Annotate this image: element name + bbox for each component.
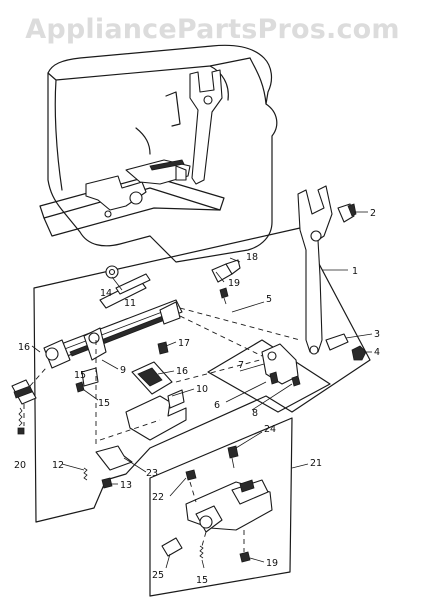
callout-21: 21 [310, 458, 322, 469]
callout-8: 8 [252, 408, 258, 419]
callout-19-lower: 19 [266, 558, 278, 569]
callout-14: 14 [100, 288, 112, 299]
part-1-lever [297, 185, 333, 355]
callout-3: 3 [374, 329, 380, 340]
callout-18: 18 [246, 252, 258, 263]
guide-lines [23, 307, 301, 446]
callout-1: 1 [352, 266, 358, 277]
callout-17: 17 [178, 338, 190, 349]
internal-lever [189, 69, 223, 185]
callout-16: 16 [176, 366, 188, 377]
base-panel [33, 227, 371, 523]
callout-15-upper: 15 [74, 370, 86, 381]
callout-7: 7 [238, 360, 244, 371]
callout-20: 20 [14, 460, 26, 471]
callout-6: 6 [214, 400, 220, 411]
part-15-screw [75, 381, 85, 393]
callout-9: 9 [120, 365, 126, 376]
part-16-cylinder [11, 379, 37, 435]
part-18 [211, 259, 241, 283]
part-23-12-13 [83, 445, 133, 489]
hook-assembly [161, 445, 273, 563]
callout-16-left: 16 [18, 342, 30, 353]
hook-panel [149, 417, 293, 597]
part-19-upper [219, 287, 229, 305]
callout-12: 12 [52, 460, 64, 471]
part-9-shaft [43, 299, 183, 387]
callout-23: 23 [146, 468, 158, 479]
internal-feed [85, 159, 191, 218]
callout-13: 13 [120, 480, 132, 491]
leader-lines [31, 211, 373, 569]
part-7-6-8 [261, 343, 301, 387]
machine-body [39, 44, 278, 263]
watermark-text: AppliancePartsPros.com [25, 14, 400, 45]
callout-11: 11 [124, 298, 136, 309]
callout-15-lower: 15 [196, 575, 208, 586]
part-17-16 [131, 341, 173, 395]
part-3 [325, 333, 349, 351]
part-11-14 [99, 265, 151, 309]
callout-labels: 11 2 1 3 4 5 6 7 8 9 10 12 13 14 15 15 1… [14, 208, 380, 586]
callout-24: 24 [264, 424, 276, 435]
callout-2: 2 [370, 208, 376, 219]
part-10-bracket [125, 389, 187, 441]
callout-5: 5 [266, 294, 272, 305]
callout-25: 25 [152, 570, 164, 581]
callout-10: 10 [196, 384, 208, 395]
part-4 [351, 345, 367, 361]
callout-4: 4 [374, 347, 380, 358]
callout-22: 22 [152, 492, 164, 503]
part-2 [337, 203, 357, 223]
callout-15: 15 [98, 398, 110, 409]
callout-19: 19 [228, 278, 240, 289]
